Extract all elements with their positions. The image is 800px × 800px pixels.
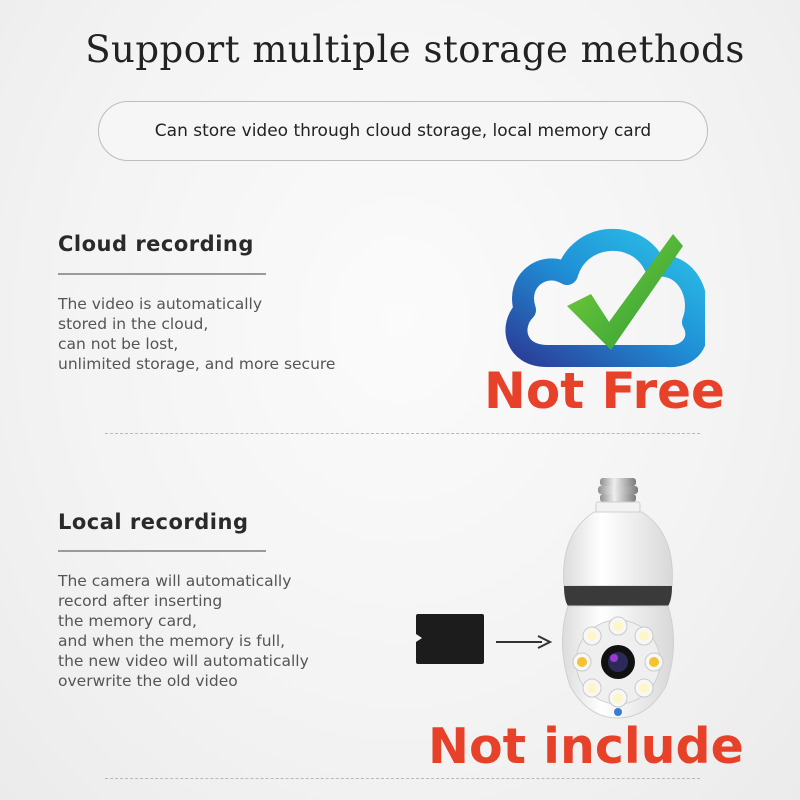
local-badge: Not include: [428, 718, 744, 775]
local-line: overwrite the old video: [58, 672, 238, 690]
memory-card-icon: [416, 614, 484, 664]
cloud-description: The video is automatically stored in the…: [58, 294, 335, 374]
local-line: and when the memory is full,: [58, 632, 286, 650]
local-heading-underline: [58, 550, 266, 552]
subtitle-text: Can store video through cloud storage, l…: [154, 121, 652, 141]
page-title: Support multiple storage methods: [85, 28, 745, 71]
bulb-camera-icon: [562, 478, 674, 719]
local-line: The camera will automatically: [58, 572, 292, 590]
local-heading: Local recording: [58, 510, 249, 534]
cloud-check-icon: [505, 229, 705, 368]
local-description: The camera will automatically record aft…: [58, 571, 309, 691]
cloud-heading: Cloud recording: [58, 232, 254, 256]
subtitle-pill: Can store video through cloud storage, l…: [98, 101, 708, 161]
local-line: record after inserting: [58, 592, 223, 610]
section-divider: [105, 433, 700, 434]
bottom-divider: [105, 778, 700, 779]
local-line: the new video will automatically: [58, 652, 309, 670]
cloud-heading-underline: [58, 273, 266, 275]
cloud-line: The video is automatically: [58, 295, 262, 313]
arrow-right-icon: [496, 635, 552, 649]
cloud-line: stored in the cloud,: [58, 315, 209, 333]
cloud-line: can not be lost,: [58, 335, 179, 353]
cloud-line: unlimited storage, and more secure: [58, 355, 336, 373]
cloud-badge: Not Free: [484, 362, 725, 420]
local-line: the memory card,: [58, 612, 197, 630]
